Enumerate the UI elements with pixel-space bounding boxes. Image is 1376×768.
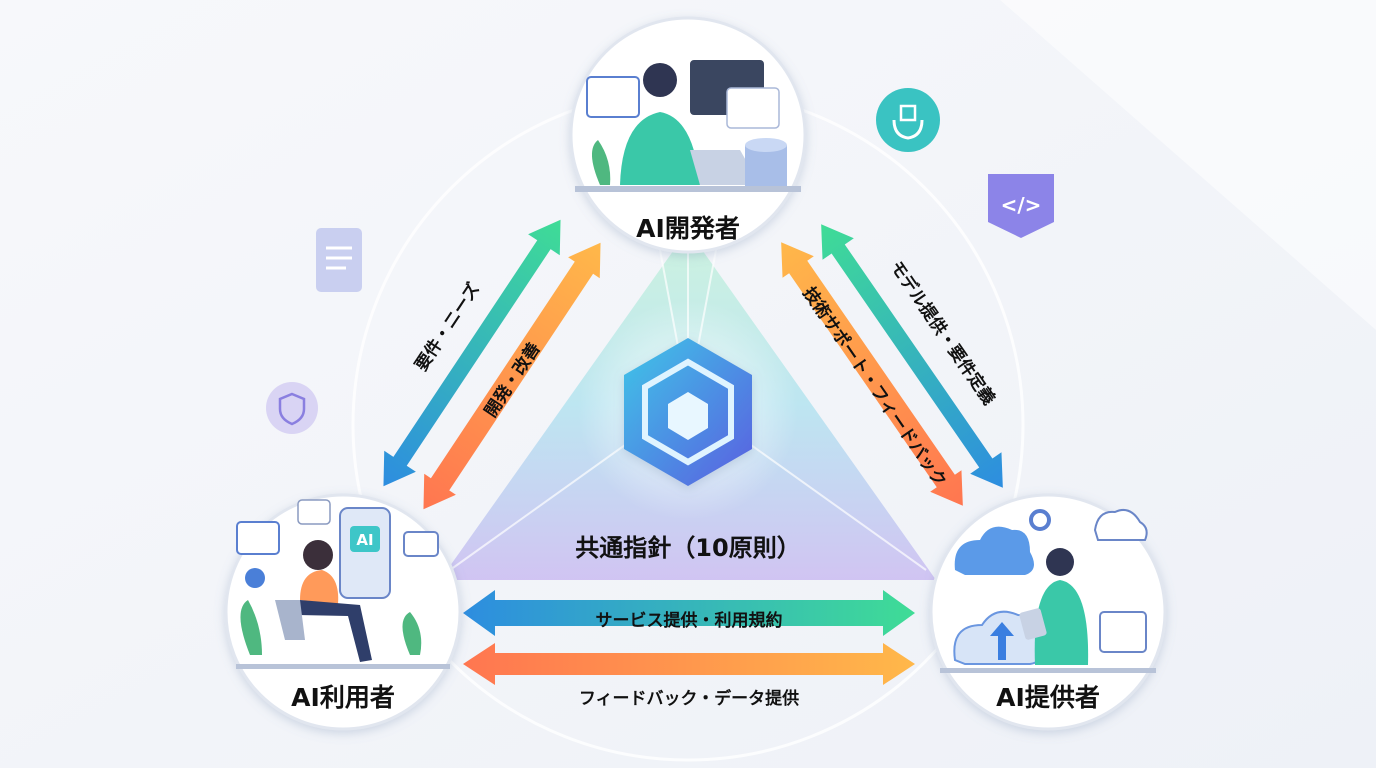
developer-label: AI開発者 (636, 214, 740, 243)
provider-label: AI提供者 (996, 683, 1100, 712)
cloud-settings-icon (1093, 509, 1148, 541)
document-icon (316, 228, 362, 292)
chat-bubble-icon (403, 531, 439, 557)
provider-person-head (1046, 548, 1074, 576)
developer-person-body (620, 112, 700, 185)
gear-icon (1029, 509, 1051, 531)
arrow-developer-provider (821, 224, 1003, 488)
arrow-developer-user (423, 242, 601, 510)
code-window-icon (586, 76, 640, 118)
tablet-icon (1019, 608, 1047, 640)
bg-shape (1000, 0, 1376, 330)
role-developer: AI開発者 (569, 16, 807, 254)
code-window-icon (1099, 611, 1147, 653)
principles-logo-icon (624, 338, 752, 486)
user-label: AI利用者 (291, 683, 395, 712)
database-icon (745, 138, 787, 187)
plant-icon (591, 140, 611, 185)
code-icon: </> (988, 174, 1054, 238)
developer-person-head (643, 63, 677, 97)
list-window-icon (236, 521, 280, 555)
cloud-icon (954, 526, 1034, 575)
flow-label-feedback-data: フィードバック・データ提供 (579, 688, 799, 709)
flow-label-service-provision: サービス提供・利用規約 (596, 610, 783, 631)
arrow-user-provider (463, 643, 915, 685)
hand-care-icon (876, 88, 940, 152)
plant-icon (402, 612, 422, 655)
shield-icon (266, 382, 318, 434)
role-user: AI AI利用者 (224, 493, 462, 731)
plant-icon (240, 600, 262, 655)
role-provider: AI提供者 (929, 493, 1167, 731)
user-person-body (300, 570, 339, 604)
ai-badge: AI (356, 531, 373, 549)
chair-icon (275, 600, 305, 640)
arrow-provider-developer (781, 242, 963, 506)
code-icon-label: </> (1001, 193, 1042, 217)
laptop-icon (690, 150, 760, 185)
user-person-head (303, 540, 333, 570)
arrow-user-developer (383, 219, 561, 487)
arrow-provider-user (463, 590, 915, 636)
check-icon (245, 568, 265, 588)
phone-icon (339, 507, 391, 599)
provider-person-body (1034, 580, 1089, 665)
center-label: 共通指針（10原則） (575, 534, 800, 562)
